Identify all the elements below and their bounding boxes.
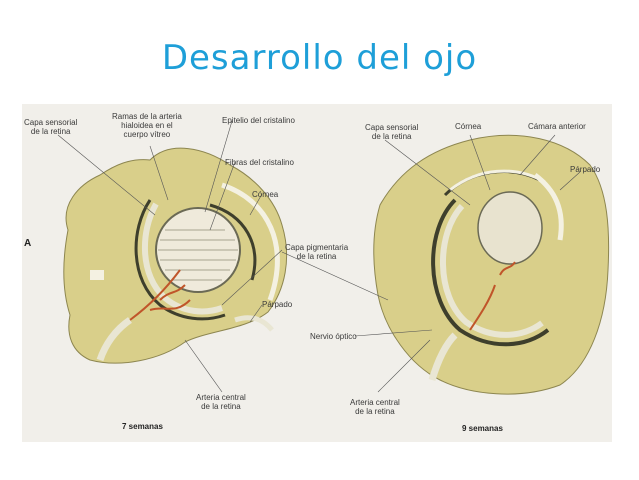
- label-cornea-right: Córnea: [455, 122, 482, 131]
- caption-9-semanas: 9 semanas: [462, 424, 503, 433]
- label-cornea-left: Córnea: [252, 190, 279, 199]
- panel-letter: A: [24, 238, 32, 249]
- left-eye-illustration: [63, 147, 288, 364]
- label-parpado-right: Párpado: [570, 165, 601, 174]
- caption-7-semanas: 7 semanas: [122, 422, 163, 431]
- label-camara-anterior: Cámara anterior: [528, 122, 586, 131]
- right-eye-illustration: [373, 134, 610, 395]
- label-fibras-cristalino: Fibras del cristalino: [225, 158, 294, 167]
- label-epitelio-cristalino: Epitelio del cristalino: [222, 116, 295, 125]
- page-title: Desarrollo del ojo: [161, 38, 478, 78]
- label-parpado-left: Párpado: [262, 300, 293, 309]
- label-nervio-optico: Nervio óptico: [310, 332, 357, 341]
